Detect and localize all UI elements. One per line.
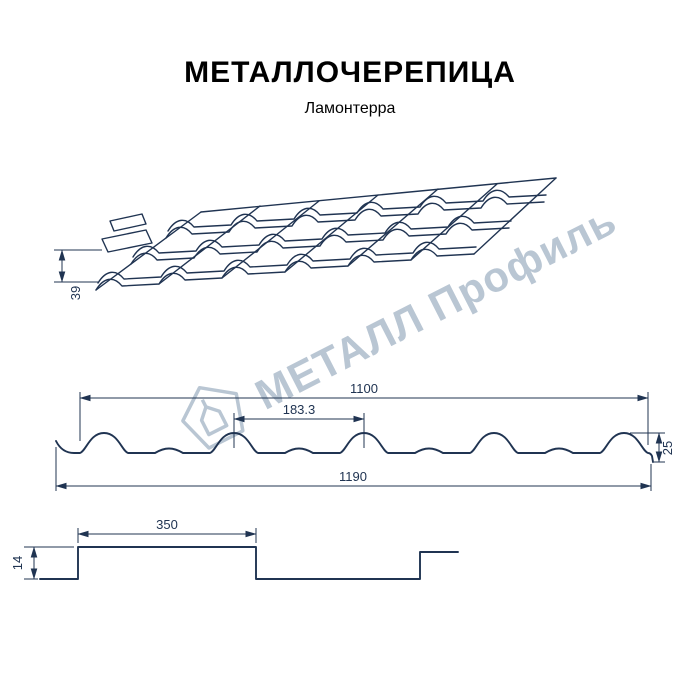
dim-cover-width-label: 1100 bbox=[350, 381, 378, 396]
cross-section-view: 1100 183.3 25 1190 bbox=[55, 381, 675, 491]
dim-profile-height-label: 39 bbox=[68, 286, 83, 300]
dim-wave-step-label: 183.3 bbox=[283, 402, 316, 417]
tile-row-back bbox=[165, 196, 545, 239]
wave-trough-line bbox=[284, 194, 379, 273]
step-profile-line bbox=[39, 546, 459, 580]
page-subtitle: Ламонтерра bbox=[305, 100, 396, 117]
step-profile-view: 350 14 bbox=[10, 517, 459, 580]
perspective-view: 39 bbox=[54, 177, 557, 300]
wave-trough-line bbox=[410, 183, 498, 261]
tile-row-front-step bbox=[97, 241, 477, 284]
page-title: МЕТАЛЛОЧЕРЕПИЦА bbox=[184, 56, 516, 89]
wave-trough-line bbox=[221, 200, 320, 279]
sheet-right-edge bbox=[473, 177, 557, 255]
wave-trough-line bbox=[158, 205, 261, 285]
dim-wave-height-label: 25 bbox=[660, 441, 675, 455]
edge-flange-detail bbox=[109, 213, 147, 232]
edge-flange-detail bbox=[101, 229, 153, 253]
dim-module-length-label: 350 bbox=[156, 517, 178, 532]
dim-overall-width-label: 1190 bbox=[339, 469, 367, 484]
sheet-left-edge bbox=[95, 211, 202, 291]
wave-trough-line bbox=[347, 188, 439, 267]
dim-step-height-label: 14 bbox=[10, 556, 25, 570]
tile-row-middle bbox=[130, 222, 510, 265]
